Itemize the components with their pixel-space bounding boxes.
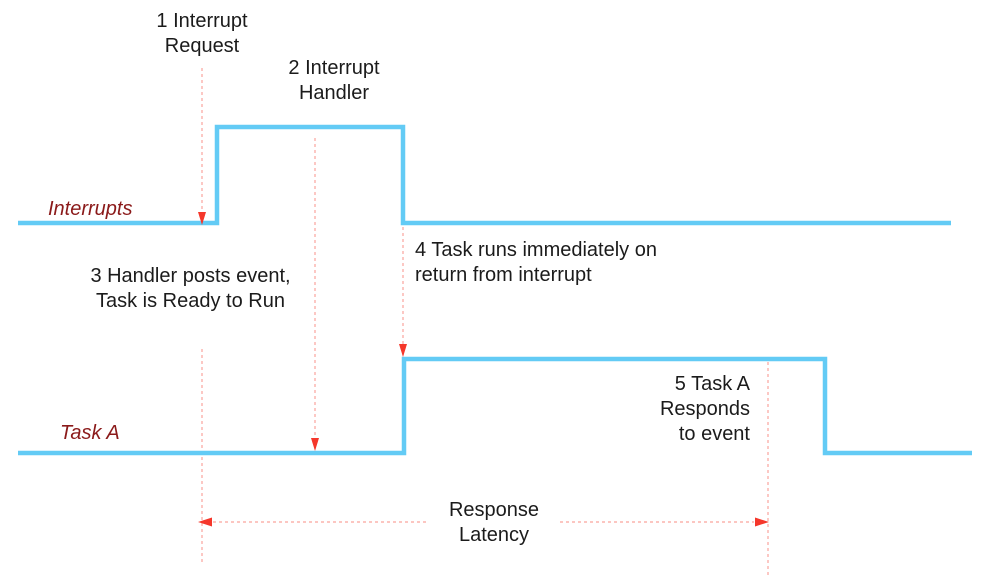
- callout-line: Task is Ready to Run: [96, 290, 285, 312]
- callout-line: 2 Interrupt: [288, 57, 380, 79]
- task-a-signal-label: Task A: [60, 422, 120, 444]
- interrupt-handler-callout: 2 Interrupt Handler: [254, 56, 414, 106]
- callout-line: Request: [164, 35, 240, 57]
- arrowhead-handler-posts-event-icon: [311, 438, 319, 451]
- handler-posts-event-callout: 3 Handler posts event, Task is Ready to …: [48, 264, 333, 314]
- arrowhead-latency-left-icon: [198, 517, 212, 527]
- measurement-line: Response: [448, 499, 540, 521]
- callout-line: Responds: [659, 398, 750, 420]
- callout-line: 5 Task A: [674, 373, 750, 395]
- arrowhead-task-runs-icon: [399, 344, 407, 357]
- callout-line: 1 Interrupt: [156, 10, 248, 32]
- task-a-waveform: [18, 356, 972, 456]
- callout-line: Handler: [298, 82, 370, 104]
- interrupts-waveform: [18, 124, 951, 226]
- callout-line: return from interrupt: [415, 264, 592, 286]
- response-latency-label: Response Latency: [414, 498, 574, 548]
- arrowhead-latency-right-icon: [755, 517, 769, 527]
- arrowhead-interrupt-request-icon: [198, 212, 206, 225]
- task-responds-callout: 5 Task A Responds to event: [570, 372, 750, 447]
- task-runs-callout: 4 Task runs immediately on return from i…: [415, 238, 715, 288]
- callout-line: to event: [678, 423, 750, 445]
- interrupt-request-callout: 1 Interrupt Request: [122, 9, 282, 59]
- callout-line: 4 Task runs immediately on: [415, 239, 657, 261]
- interrupts-signal-label: Interrupts: [48, 198, 133, 220]
- callout-line: 3 Handler posts event,: [90, 265, 291, 287]
- measurement-line: Latency: [458, 524, 530, 546]
